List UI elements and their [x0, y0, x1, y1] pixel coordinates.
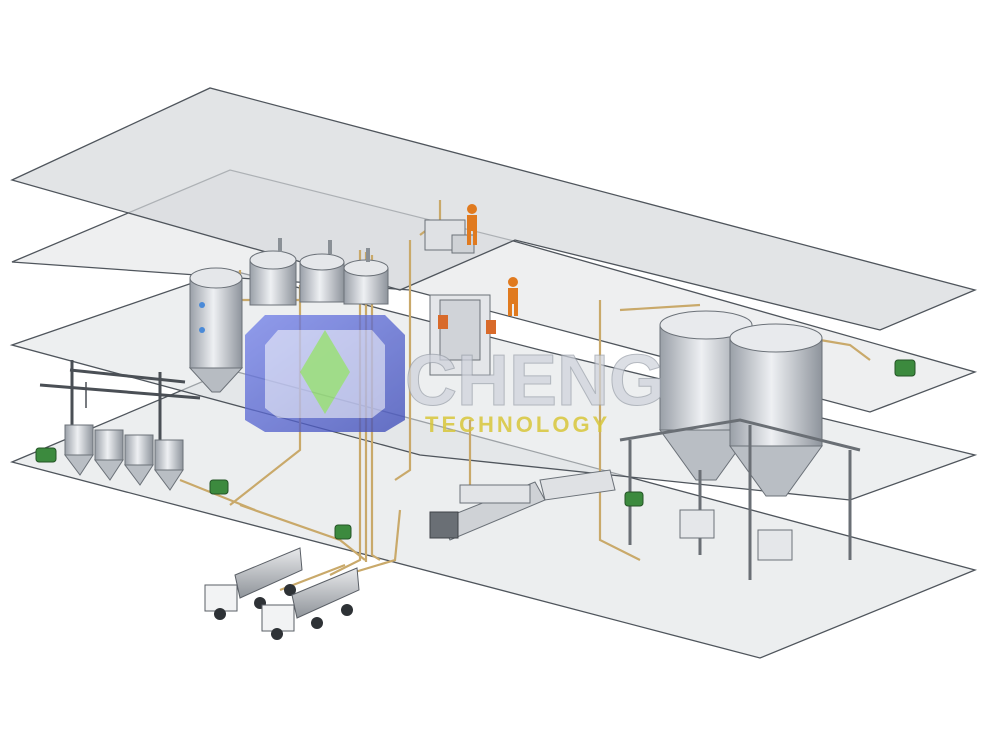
raw-material-bins: [64, 424, 184, 491]
discharge-stations: [679, 509, 793, 561]
blower-motors: [35, 359, 916, 540]
mixing-tank-large: [188, 267, 244, 393]
mixing-tank-row: [249, 238, 389, 306]
dosing-tower: [424, 219, 496, 376]
tanker-truck-front: [204, 547, 303, 620]
tanker-truck-back: [261, 567, 360, 640]
logo-word-main: CHENG: [405, 341, 665, 421]
worker-figure: [467, 204, 518, 316]
logo-word-sub: TECHNOLOGY: [425, 412, 610, 437]
cheng-logo-watermark: CHENG TECHNOLOGY: [245, 315, 666, 437]
extruder-line: [429, 469, 616, 541]
floor-top: [10, 87, 978, 331]
logo-diamond-icon: [300, 330, 350, 414]
